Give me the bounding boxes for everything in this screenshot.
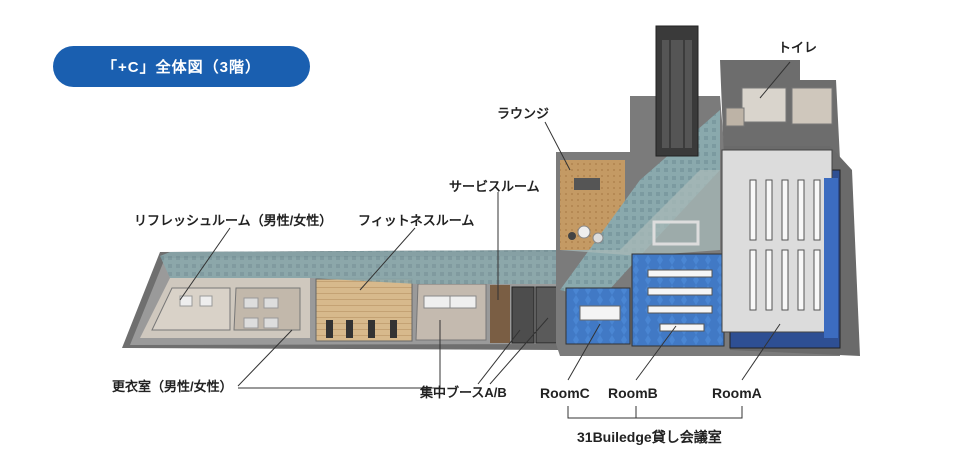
label-refresh-room: リフレッシュルーム（男性/女性）: [134, 213, 333, 228]
leader-lines: [179, 61, 791, 419]
label-toilet: トイレ: [778, 40, 818, 55]
room-c: [565, 287, 631, 345]
left-wing: [122, 250, 560, 350]
label-fitness-room: フィットネスルーム: [358, 213, 475, 228]
label-rental-group: 31Builedge貸し会議室: [577, 429, 722, 445]
label-lounge: ラウンジ: [497, 106, 550, 121]
room-a: [721, 146, 860, 356]
label-room-a: RoomA: [712, 385, 762, 401]
label-room-b: RoomB: [608, 385, 658, 401]
label-locker-room: 更衣室（男性/女性）: [112, 379, 233, 394]
toilet-block: [720, 60, 840, 160]
label-room-c: RoomC: [540, 385, 590, 401]
label-focus-booth: 集中ブースA/B: [420, 385, 507, 400]
label-service-room: サービスルーム: [449, 179, 540, 194]
room-b: [631, 253, 725, 347]
diagram-title: 「+C」全体図（3階）: [53, 46, 310, 87]
